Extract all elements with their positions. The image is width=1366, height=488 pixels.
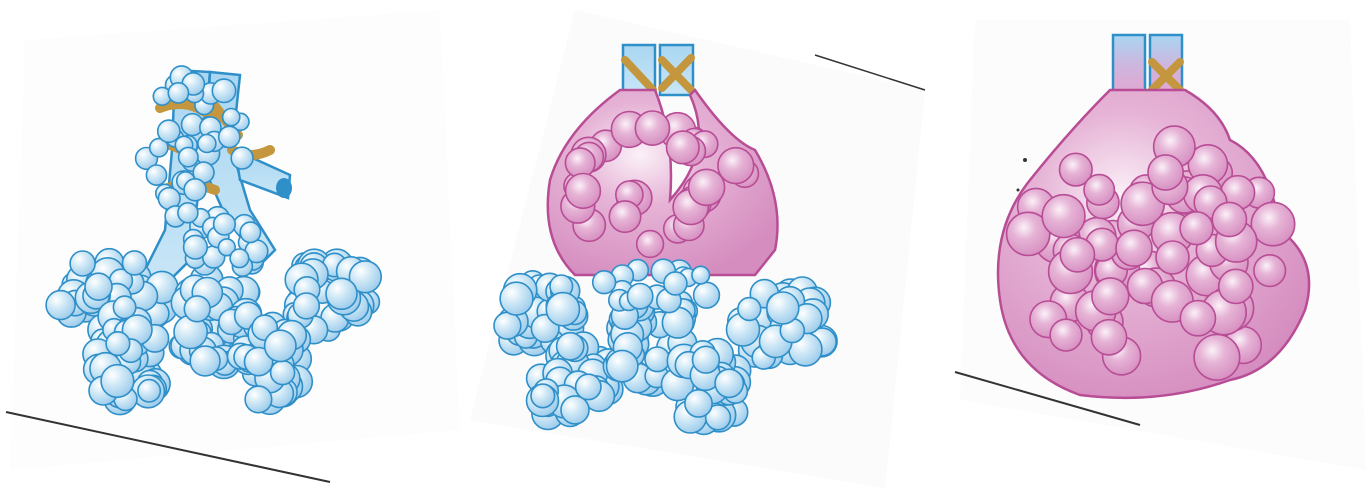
alveolus-bubble	[46, 291, 75, 320]
alveolus-bubble	[106, 332, 130, 356]
alveolus-bubble	[294, 293, 320, 319]
alveolus-bubble	[1148, 155, 1183, 190]
alveolus-bubble	[576, 374, 601, 399]
alveolus-bubble	[212, 79, 235, 102]
alveolus-bubble	[1116, 230, 1152, 266]
partial-alveoli-diagram	[455, 0, 930, 488]
alveolus-bubble	[767, 292, 799, 324]
alveolus-bubble	[561, 396, 589, 424]
alveolus-bubble	[557, 333, 584, 360]
alveolus-bubble	[85, 273, 112, 300]
alveolus-bubble	[1180, 212, 1213, 245]
alveolus-bubble	[738, 298, 761, 321]
scan-dust	[1017, 189, 1020, 192]
alveolus-bubble	[692, 266, 710, 284]
alveolus-bubble	[230, 249, 249, 268]
alveolus-bubble	[240, 222, 260, 242]
alveolus-bubble	[158, 120, 180, 142]
alveolus-bubble	[593, 271, 616, 294]
alveolus-bubble	[184, 296, 210, 322]
alveolus-bubble	[664, 272, 687, 295]
alveolus-bubble	[70, 251, 95, 276]
alveolus-bubble	[1212, 202, 1246, 236]
alveolus-bubble	[326, 278, 357, 309]
alveolus-bubble	[265, 330, 296, 361]
airway-opening	[276, 178, 292, 198]
alveolus-bubble	[168, 83, 188, 103]
alveolus-bubble	[607, 350, 638, 381]
alveolus-bubble	[1254, 255, 1286, 287]
alveoli-panel-partial	[455, 0, 930, 488]
alveolus-bubble	[1180, 301, 1215, 336]
alveolus-bubble	[635, 111, 669, 145]
alveolus-bubble	[667, 131, 700, 164]
alveolus-bubble	[645, 347, 670, 372]
alveolus-bubble	[1091, 320, 1126, 355]
normal-alveoli-diagram	[0, 0, 470, 488]
alveolus-bubble	[637, 231, 664, 258]
alveolus-bubble	[718, 148, 754, 184]
alveolus-bubble	[1050, 319, 1082, 351]
alveolus-bubble	[609, 201, 640, 232]
alveolus-bubble	[271, 361, 295, 385]
alveolus-bubble	[1060, 238, 1094, 272]
alveolus-bubble	[546, 293, 579, 326]
alveolus-bubble	[214, 213, 236, 235]
alveolus-bubble	[245, 386, 272, 413]
filled-alveoli-diagram	[930, 0, 1366, 488]
alveolus-bubble	[198, 135, 216, 153]
alveolus-bubble	[184, 235, 208, 259]
alveolus-bubble	[1092, 278, 1129, 315]
alveolus-bubble	[138, 380, 160, 402]
alveolus-bubble	[685, 390, 712, 417]
alveolus-bubble	[190, 346, 220, 376]
alveolus-bubble	[1084, 175, 1114, 205]
alveolus-bubble	[101, 365, 134, 398]
alveolus-bubble	[1219, 269, 1253, 303]
scan-dust	[1023, 158, 1027, 162]
alveolus-bubble	[1042, 195, 1085, 238]
alveolus-bubble	[178, 203, 198, 223]
alveolus-bubble	[219, 126, 240, 147]
alveolus-bubble	[1251, 202, 1294, 245]
alveolus-bubble	[184, 179, 206, 201]
alveolus-bubble	[146, 165, 166, 185]
alveolus-bubble	[1194, 335, 1240, 381]
alveolus-bubble	[566, 174, 601, 209]
alveoli-panel-normal	[0, 0, 470, 488]
alveolus-bubble	[531, 384, 555, 408]
alveolus-bubble	[231, 147, 253, 169]
alveolus-bubble	[179, 147, 198, 166]
alveolus-bubble	[693, 346, 720, 373]
alveolus-bubble	[223, 109, 240, 126]
alveolus-bubble	[627, 284, 652, 309]
alveolus-bubble	[694, 282, 720, 308]
alveolus-bubble	[500, 282, 533, 315]
alveolus-bubble	[1156, 241, 1189, 274]
alveolus-bubble	[715, 369, 743, 397]
alveolus-bubble	[494, 312, 521, 339]
alveolus-bubble	[123, 251, 147, 275]
alveoli-panel-filled	[930, 0, 1366, 488]
alveolus-bubble	[689, 169, 725, 205]
